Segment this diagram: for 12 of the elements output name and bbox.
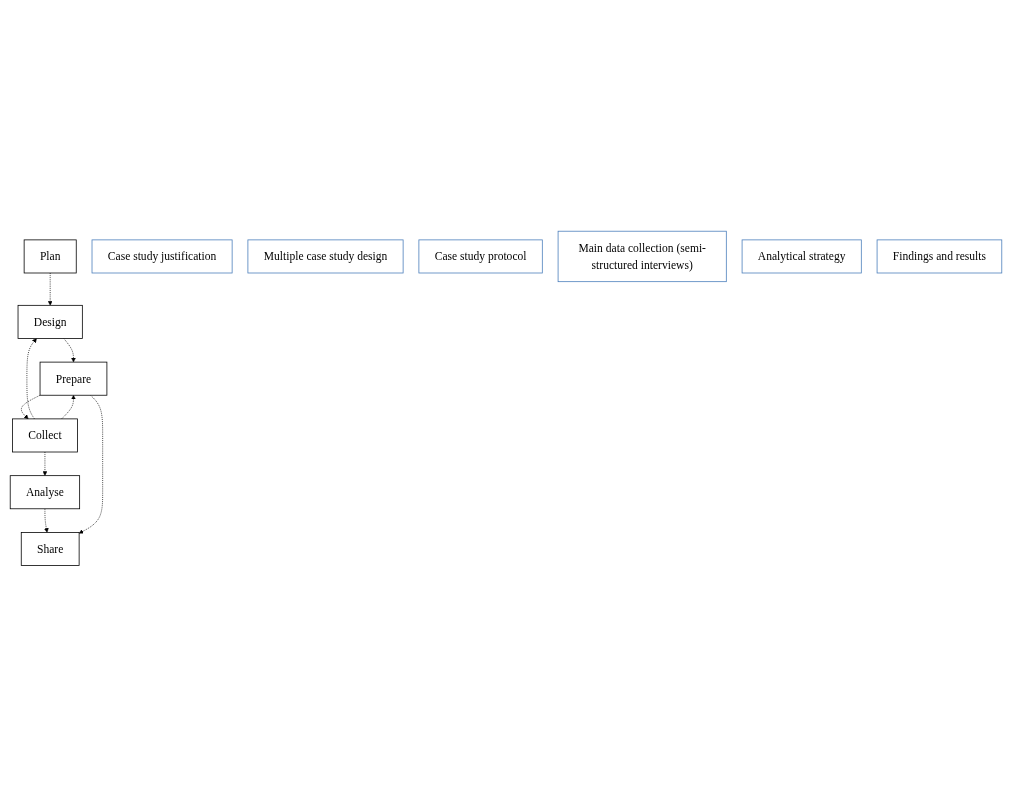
node-box: Findings and results [876, 239, 1002, 273]
node-box: Main data collection (semi-structured interviews) [557, 230, 727, 282]
node-box: Design [17, 304, 83, 339]
node-box: Analytical strategy [741, 239, 862, 273]
node-box: Multiple case study design [247, 239, 403, 273]
node-box: Analyse [9, 474, 80, 509]
node-box: Plan [23, 239, 77, 273]
node-box: Case study protocol [418, 239, 543, 273]
node-box: Prepare [39, 361, 107, 396]
node-box: Share [20, 531, 79, 566]
node-box: Case study justification [91, 239, 233, 273]
node-box: Collect [11, 418, 78, 452]
